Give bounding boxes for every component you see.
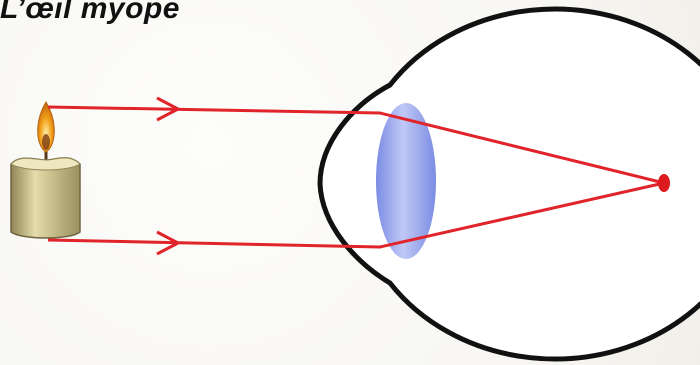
focus-point [658, 174, 670, 192]
candle-icon [11, 102, 80, 238]
